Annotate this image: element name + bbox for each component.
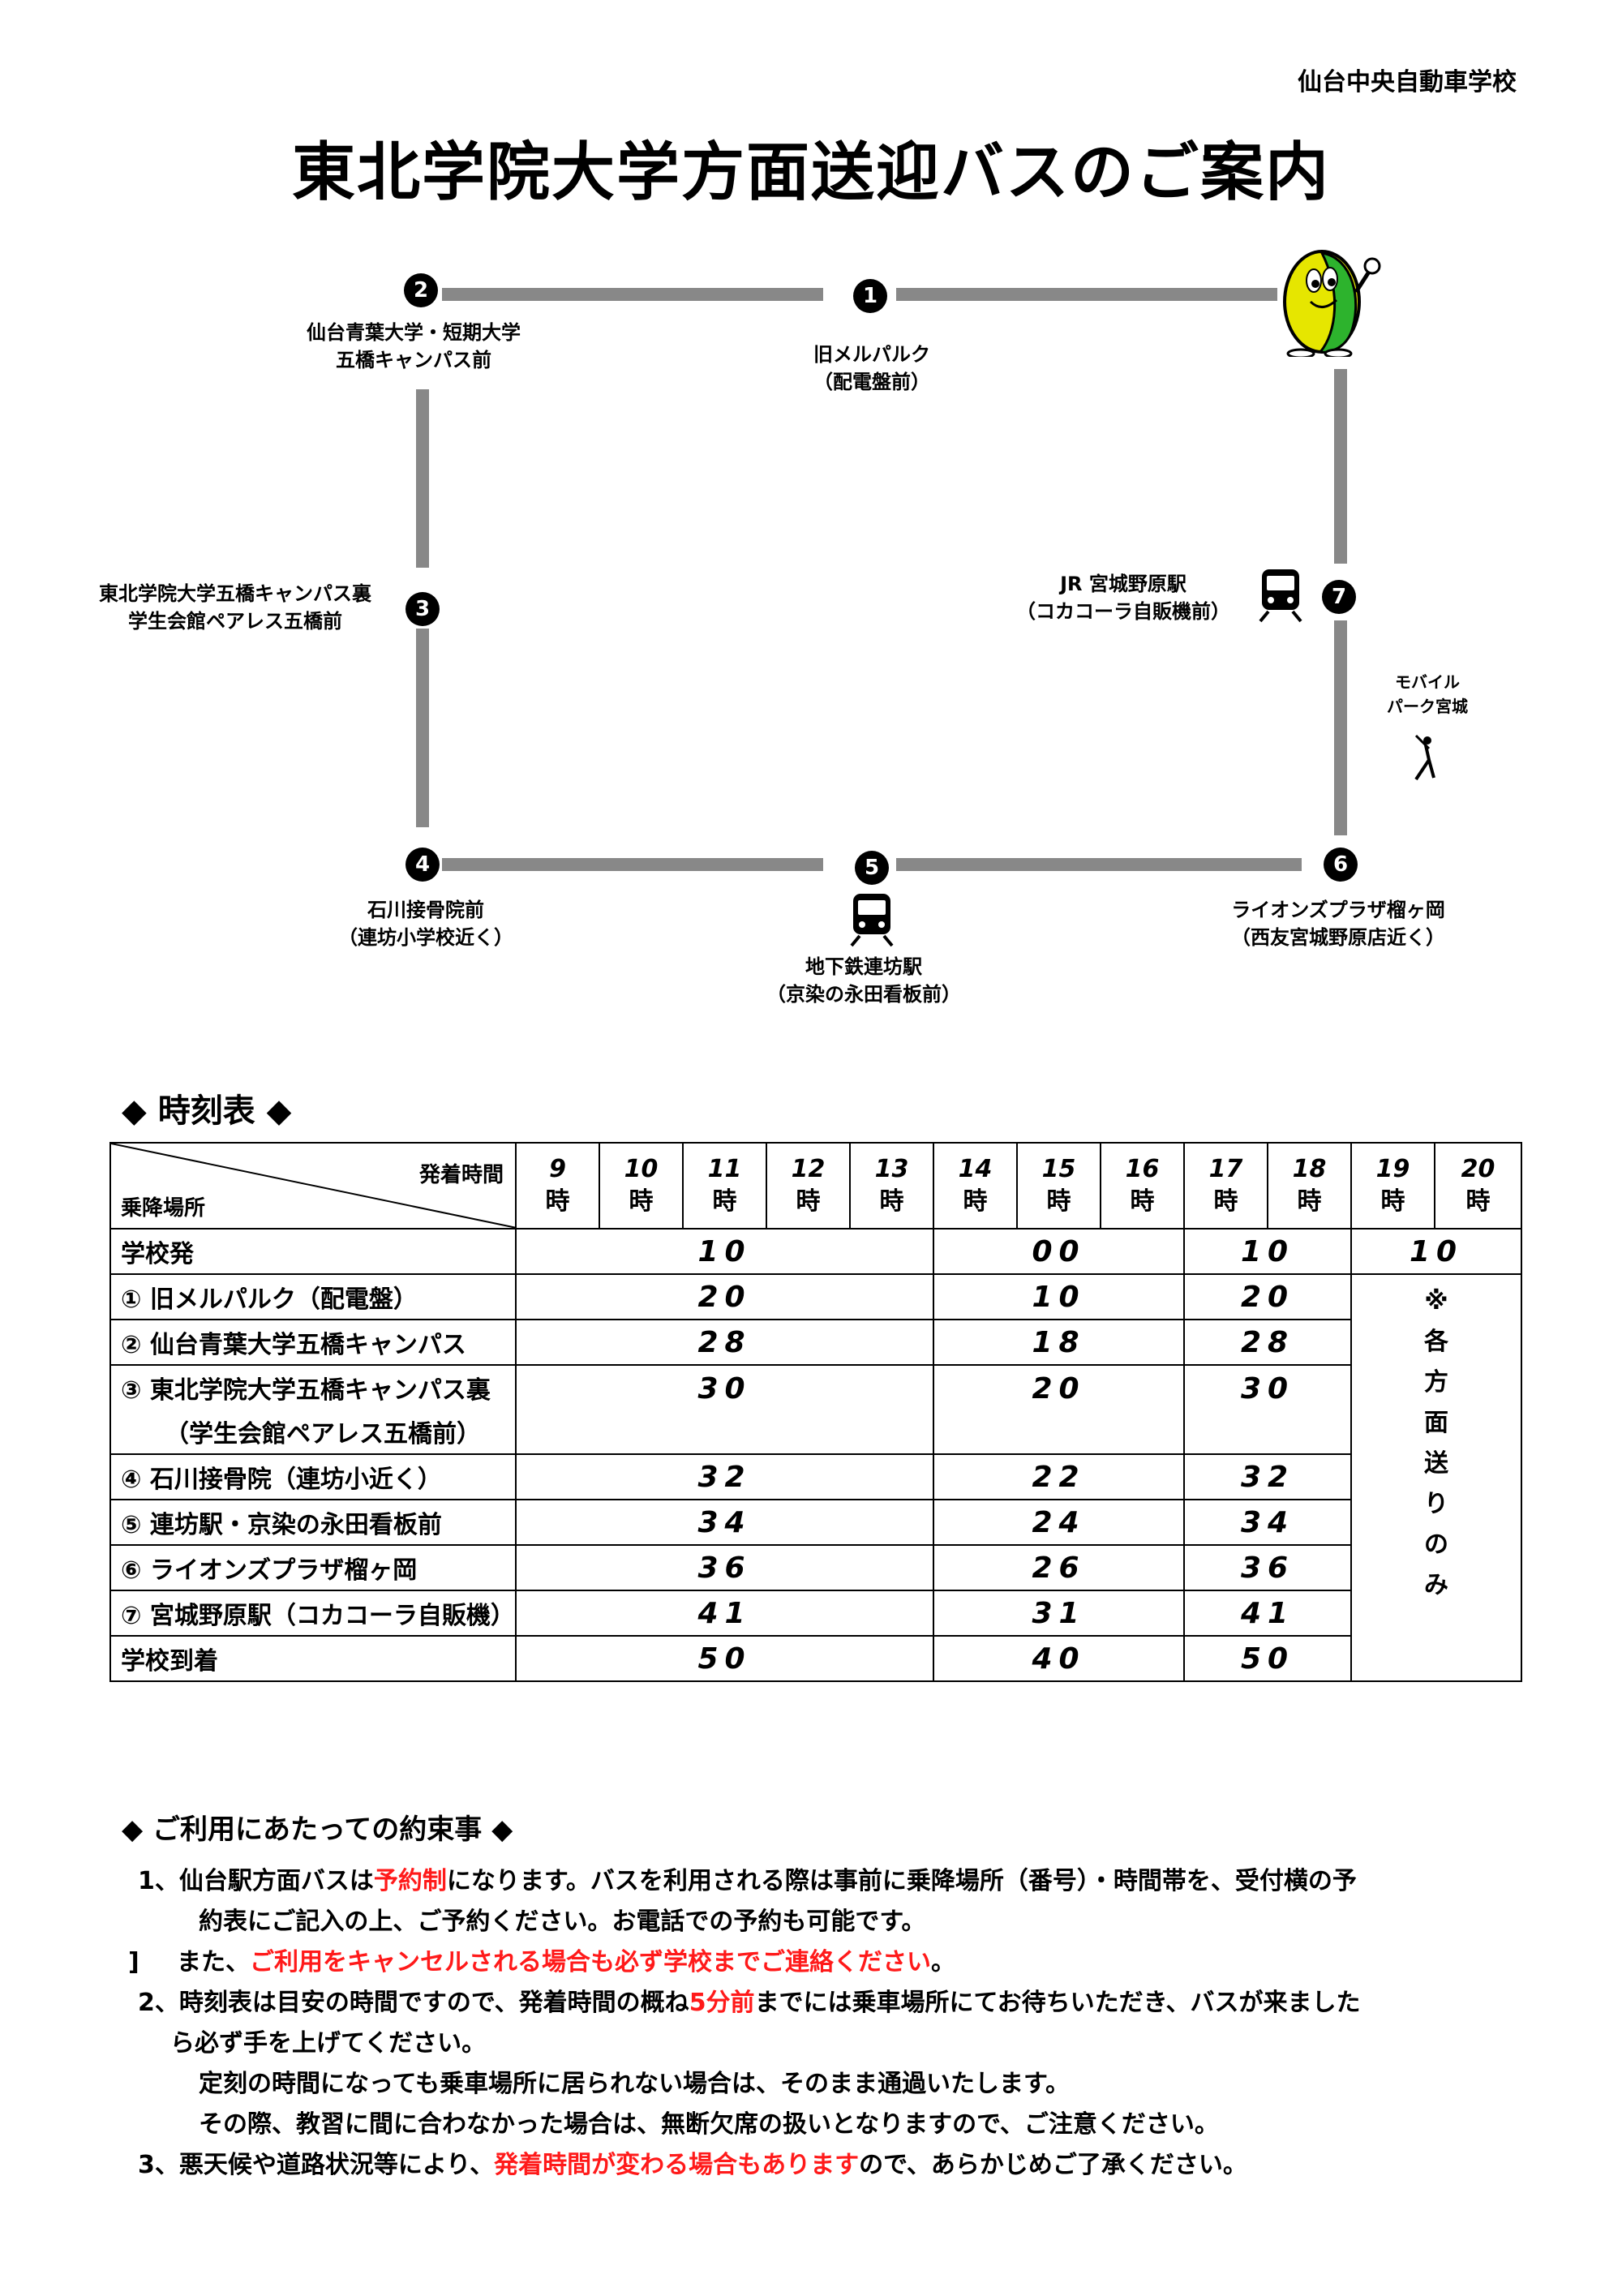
stop-marker-3: 3 bbox=[406, 592, 440, 626]
time-cell: 34 bbox=[515, 1499, 934, 1546]
time-cell: 20 bbox=[515, 1273, 934, 1320]
baseball-player-icon bbox=[1414, 734, 1435, 781]
time-cell: 32 bbox=[515, 1453, 934, 1500]
route-line bbox=[416, 389, 429, 568]
route-line bbox=[416, 629, 429, 827]
time-cell: 28 bbox=[515, 1319, 934, 1366]
stop-cell: ④ 石川接骨院（連坊小近く） bbox=[109, 1453, 517, 1500]
route-line bbox=[896, 288, 1277, 301]
time-cell: 26 bbox=[933, 1544, 1185, 1591]
rule-1: 1、仙台駅方面バスは予約制になります。バスを利用される際は事前に乗降場所（番号）… bbox=[138, 1867, 1357, 1895]
time-cell: 34 bbox=[1183, 1499, 1352, 1546]
stop-label-5: 地下鉄連坊駅 （京染の永田看板前） bbox=[766, 955, 961, 1006]
timetable-heading: ◆ 時刻表 ◆ bbox=[122, 1092, 292, 1130]
diagonal-line bbox=[111, 1144, 517, 1228]
time-cell: 41 bbox=[1183, 1590, 1352, 1637]
time-cell: 32 bbox=[1183, 1453, 1352, 1500]
stop-marker-6: 6 bbox=[1324, 848, 1358, 882]
note-cell: ※各方面送りのみ bbox=[1350, 1273, 1522, 1682]
rules-section: 1、仙台駅方面バスは予約制になります。バスを利用される際は事前に乗降場所（番号）… bbox=[128, 1861, 1517, 2186]
time-cell: 36 bbox=[1183, 1544, 1352, 1591]
stop-cell: ③ 東北学院大学五橋キャンパス裏 bbox=[109, 1364, 517, 1410]
time-cell: 10 bbox=[933, 1273, 1185, 1320]
landmark-label: モバイル パーク宮城 bbox=[1387, 672, 1468, 716]
stop-cell: ⑦ 宮城野原駅（コカコーラ自販機） bbox=[109, 1590, 517, 1637]
stop-marker-7: 7 bbox=[1322, 580, 1356, 614]
stop-label-3: 東北学院大学五橋キャンパス裏 学生会館ペアレス五橋前 bbox=[99, 582, 371, 633]
stop-cell: ⑥ ライオンズプラザ榴ヶ岡 bbox=[109, 1544, 517, 1591]
time-cell: 10 bbox=[515, 1228, 934, 1275]
corner-bottom-label: 乗降場所 bbox=[121, 1196, 206, 1221]
rule-2: 2、時刻表は目安の時間ですので、発着時間の概ね5分前までには乗車場所にてお待ちい… bbox=[138, 1989, 1361, 2017]
stop-marker-1: 1 bbox=[853, 279, 887, 313]
train-icon bbox=[850, 894, 894, 947]
stop-label-6: ライオンズプラザ榴ヶ岡 （西友宮城野原店近く） bbox=[1231, 899, 1445, 949]
time-cell: 18 bbox=[933, 1319, 1185, 1366]
stop-marker-2: 2 bbox=[404, 273, 438, 307]
rule-2-detail-2: その際、教習に間に合わなかった場合は、無断欠席の扱いとなりますので、ご注意くださ… bbox=[199, 2110, 1219, 2139]
route-line bbox=[896, 858, 1302, 871]
stop-label-2: 仙台青葉大学・短期大学 五橋キャンパス前 bbox=[307, 321, 521, 371]
stop-cell: ⑤ 連坊駅・京染の永田看板前 bbox=[109, 1499, 517, 1546]
rule-2-cont: ら必ず手を上げてください。 bbox=[170, 2029, 487, 2058]
stop-label-7: JR 宮城野原駅 （コカコーラ自販機前） bbox=[1016, 573, 1230, 623]
time-cell: 30 bbox=[515, 1364, 934, 1455]
time-cell: 41 bbox=[515, 1590, 934, 1637]
rule-1-cont: 約表にご記入の上、ご予約ください。お電話での予約も可能です。 bbox=[199, 1908, 926, 1936]
rules-heading: ◆ ご利用にあたっての約束事 ◆ bbox=[122, 1813, 513, 1846]
stop-cell: ② 仙台青葉大学五橋キャンパス bbox=[109, 1319, 517, 1366]
bean-mascot-icon bbox=[1283, 250, 1381, 357]
route-line bbox=[442, 288, 823, 301]
route-line bbox=[442, 858, 823, 871]
time-cell: 20 bbox=[1183, 1273, 1352, 1320]
time-cell: 36 bbox=[515, 1544, 934, 1591]
time-cell: 28 bbox=[1183, 1319, 1352, 1366]
stop-cell: 学校発 bbox=[109, 1228, 517, 1275]
rule-2-detail-1: 定刻の時間になっても乗車場所に居られない場合は、そのまま通過いたします。 bbox=[199, 2070, 1070, 2098]
rule-3: 3、悪天候や道路状況等により、発着時間が変わる場合もありますので、あらかじめご了… bbox=[138, 2151, 1247, 2179]
stop-label-1: 旧メルパルク （配電盤前） bbox=[813, 343, 930, 393]
school-name: 仙台中央自動車学校 bbox=[1298, 68, 1517, 97]
time-cell: 50 bbox=[515, 1635, 934, 1682]
time-cell: 31 bbox=[933, 1590, 1185, 1637]
stop-cell-sub: （学生会館ペアレス五橋前） bbox=[109, 1410, 517, 1455]
corner-top-label: 発着時間 bbox=[418, 1163, 504, 1187]
table-corner-cell: 発着時間 乗降場所 bbox=[109, 1142, 517, 1230]
stop-cell: 学校到着 bbox=[109, 1635, 517, 1682]
time-cell: 22 bbox=[933, 1453, 1185, 1500]
time-cell: 24 bbox=[933, 1499, 1185, 1546]
stop-marker-4: 4 bbox=[406, 848, 440, 882]
stop-cell: ① 旧メルパルク（配電盤） bbox=[109, 1273, 517, 1320]
route-line bbox=[1334, 620, 1347, 835]
stop-label-4: 石川接骨院前 （連坊小学校近く） bbox=[338, 899, 513, 949]
route-line bbox=[1334, 369, 1347, 564]
stop-marker-5: 5 bbox=[855, 851, 889, 885]
time-cell: 50 bbox=[1183, 1635, 1352, 1682]
time-cell: 20 bbox=[933, 1364, 1185, 1455]
time-cell: 10 bbox=[1183, 1228, 1352, 1275]
page-title: 東北学院大学方面送迎バスのご案内 bbox=[291, 136, 1330, 209]
train-icon bbox=[1259, 569, 1302, 623]
time-cell: 40 bbox=[933, 1635, 1185, 1682]
time-cell: 10 bbox=[1350, 1228, 1522, 1275]
rule-1-cancel: ]また、ご利用をキャンセルされる場合も必ず学校までご連絡ください。 bbox=[128, 1948, 955, 1976]
time-cell: 30 bbox=[1183, 1364, 1352, 1455]
time-cell: 00 bbox=[933, 1228, 1185, 1275]
